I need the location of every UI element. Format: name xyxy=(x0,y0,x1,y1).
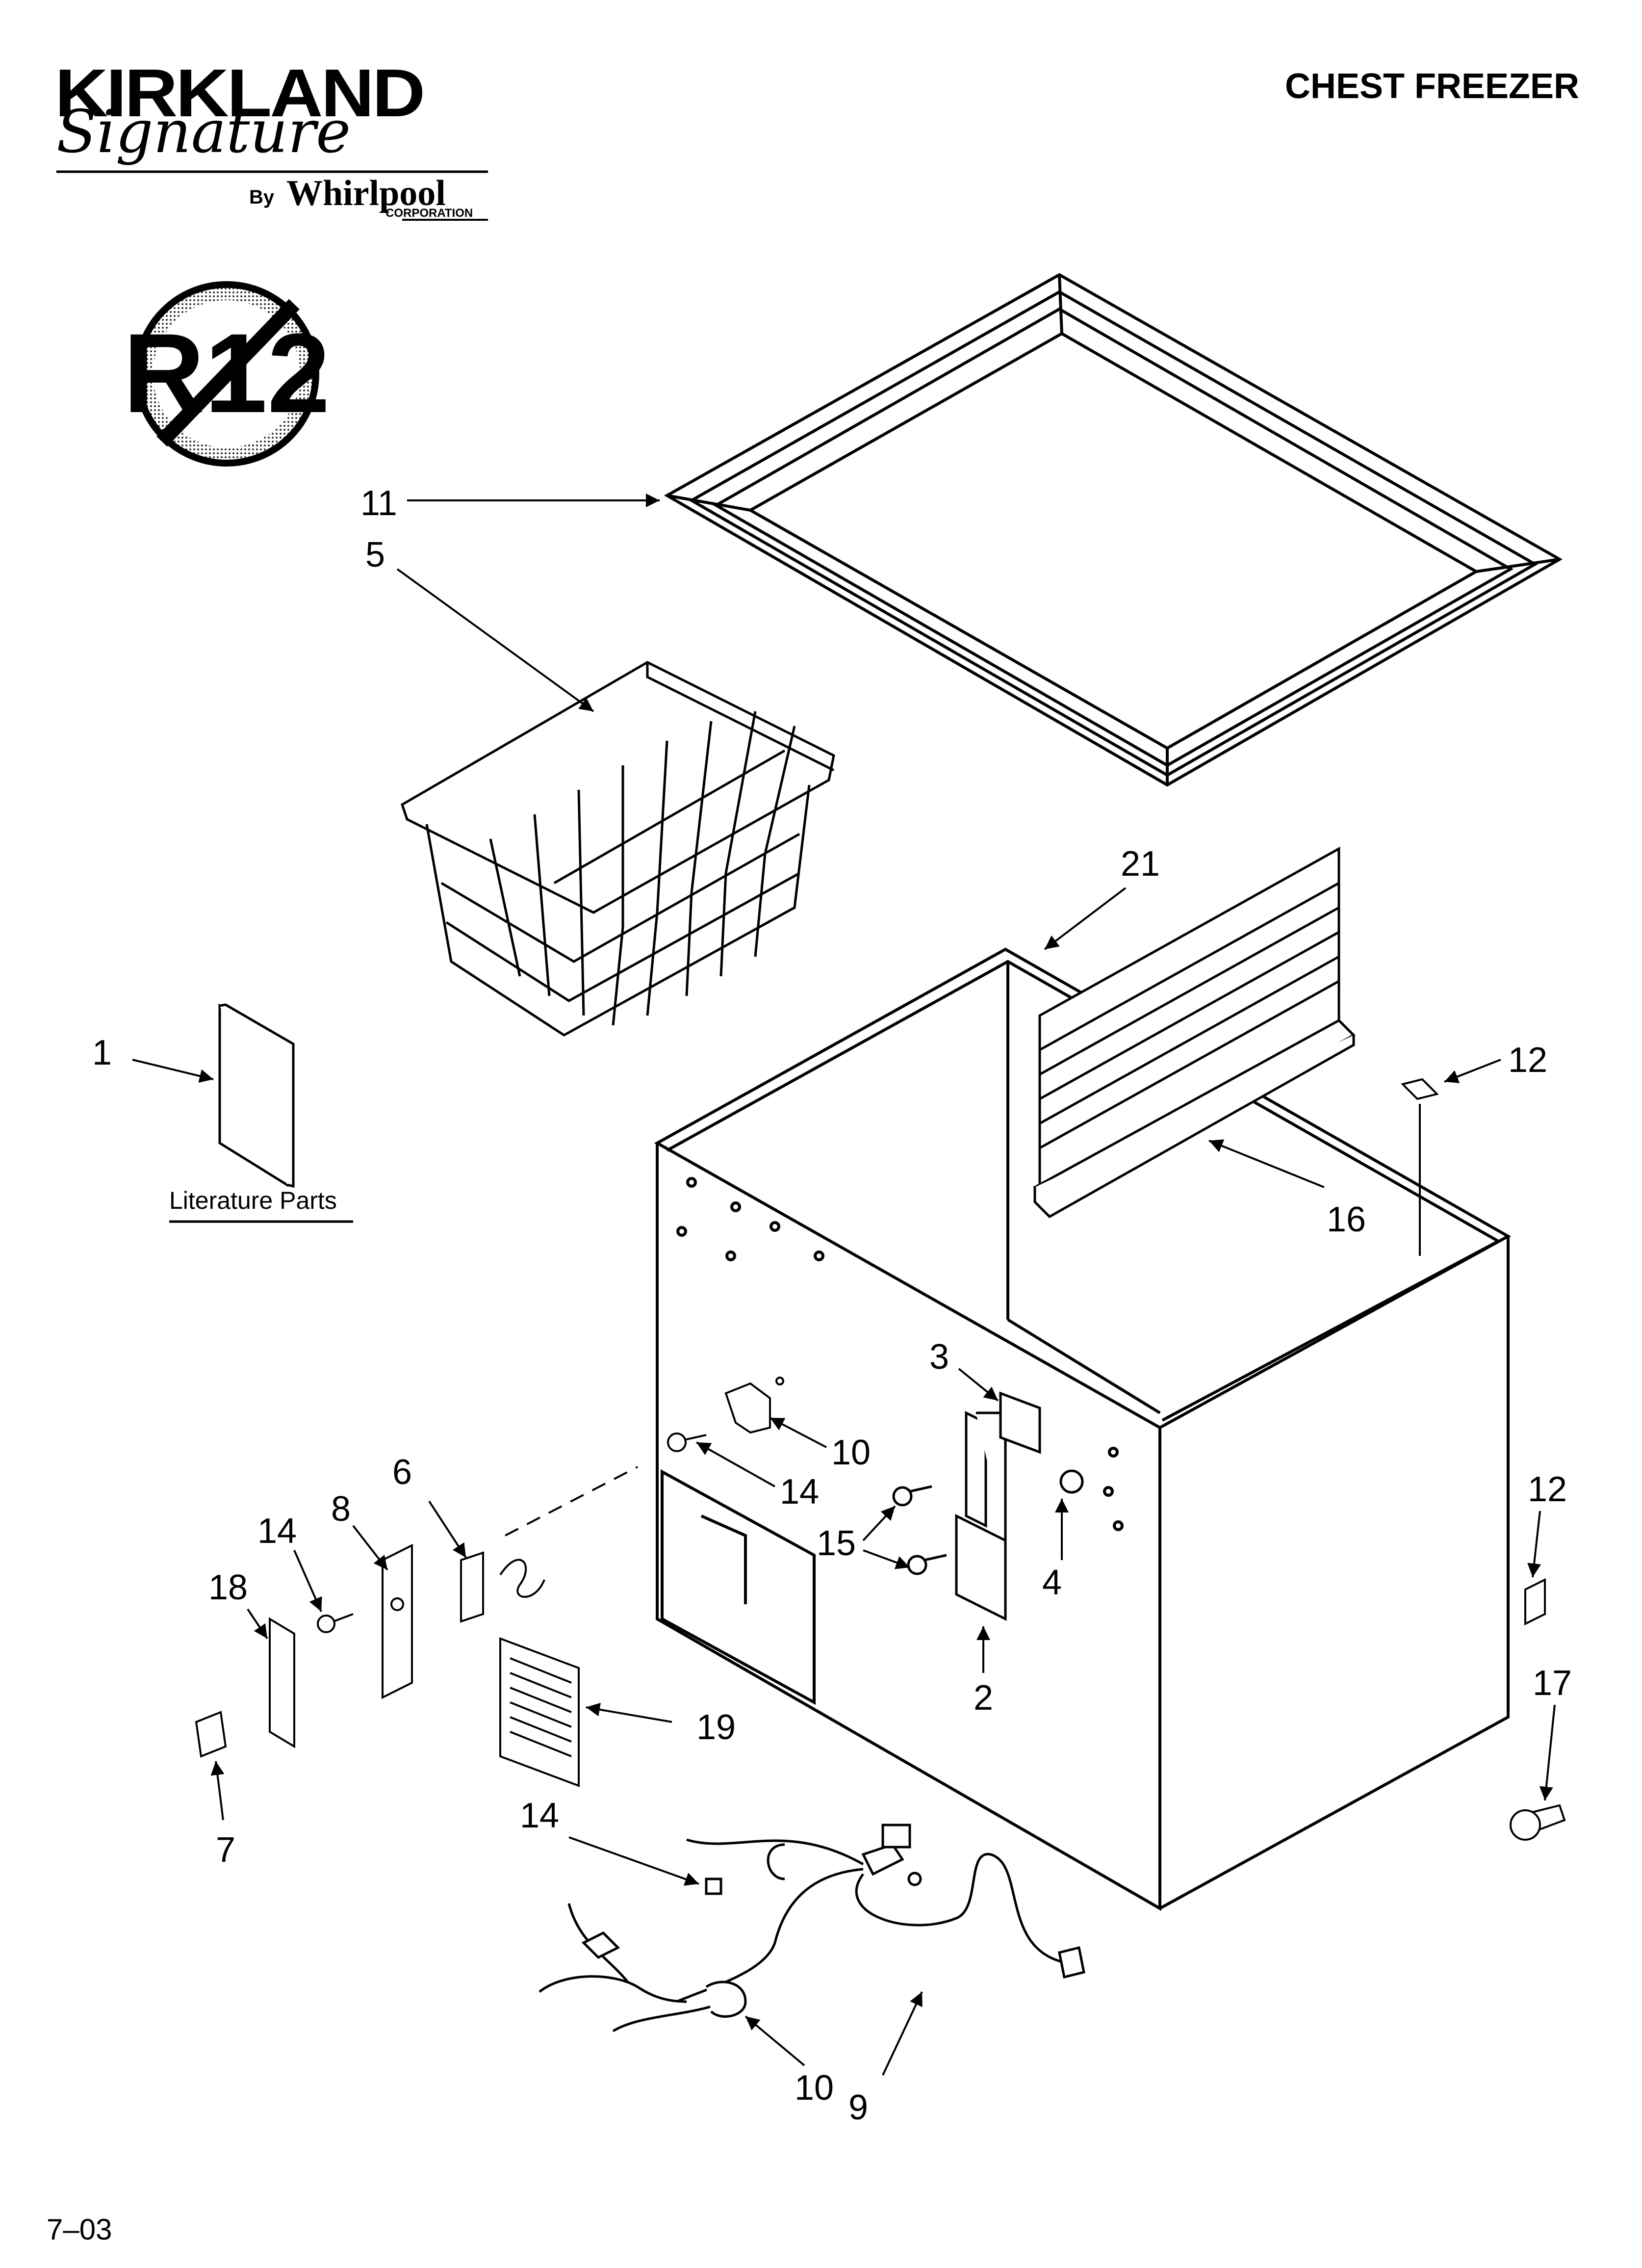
callout-21: 21 xyxy=(1121,844,1160,884)
leader-16 xyxy=(1209,1139,1324,1187)
control-assembly xyxy=(196,1467,638,1756)
callout-5: 5 xyxy=(365,535,385,574)
callout-leaders xyxy=(132,494,1555,2075)
leader-10-bottom xyxy=(745,2016,804,2065)
leader-15a xyxy=(863,1506,895,1540)
leader-8 xyxy=(353,1526,387,1570)
callout-6: 6 xyxy=(392,1453,412,1492)
callout-8: 8 xyxy=(331,1489,351,1529)
leader-7 xyxy=(210,1761,225,1820)
callout-10-top: 10 xyxy=(831,1433,871,1472)
brand-maker-sub-label: CORPORATION xyxy=(385,207,473,220)
leader-6 xyxy=(429,1501,466,1558)
divider-panel xyxy=(1035,849,1354,1217)
leader-14-bottom xyxy=(569,1837,699,1886)
leader-5 xyxy=(397,569,593,711)
leader-12-top xyxy=(1444,1060,1501,1083)
callout-14-top: 14 xyxy=(780,1472,820,1512)
page-title: CHEST FREEZER xyxy=(1285,67,1580,106)
footer-date-code: 7–03 xyxy=(47,2213,112,2246)
clamp-10-top xyxy=(668,1378,783,1451)
callout-11: 11 xyxy=(360,484,397,523)
small-label-12-side xyxy=(1525,1580,1545,1624)
callout-10-bottom: 10 xyxy=(795,2068,834,2108)
literature-booklet xyxy=(169,1005,353,1222)
leader-15b xyxy=(863,1550,910,1569)
hinge-assembly xyxy=(894,1393,1082,1619)
callout-1: 1 xyxy=(92,1033,112,1072)
no-r12-badge-icon: R12 xyxy=(123,285,330,463)
wiring-harness xyxy=(539,1825,1084,2031)
callout-17: 17 xyxy=(1533,1664,1572,1703)
leader-17 xyxy=(1539,1705,1555,1800)
callout-14-left: 14 xyxy=(257,1512,297,1551)
callout-12-top: 12 xyxy=(1508,1041,1548,1080)
callout-7: 7 xyxy=(216,1830,236,1870)
callout-4: 4 xyxy=(1042,1563,1062,1602)
leader-18 xyxy=(248,1609,267,1639)
literature-parts-label: Literature Parts xyxy=(169,1187,337,1214)
callout-2: 2 xyxy=(974,1678,994,1718)
grille xyxy=(500,1639,579,1786)
leader-21 xyxy=(1045,888,1126,949)
leader-3 xyxy=(959,1369,998,1401)
brand-by-label: By xyxy=(249,186,275,208)
leader-19 xyxy=(586,1702,672,1722)
callout-19: 19 xyxy=(696,1708,736,1747)
leader-10-top xyxy=(770,1418,826,1447)
brand-logo-signature: Signature xyxy=(56,98,351,166)
lid-frame xyxy=(667,275,1560,785)
wire-basket xyxy=(402,662,834,1035)
callout-3: 3 xyxy=(929,1337,949,1377)
brand-maker-label: Whirlpool xyxy=(286,173,446,213)
leader-14-top xyxy=(696,1442,775,1486)
callout-18: 18 xyxy=(208,1568,248,1607)
callout-15: 15 xyxy=(817,1524,856,1563)
callout-9: 9 xyxy=(848,2088,869,2127)
leader-1 xyxy=(132,1060,213,1083)
small-label-12-top xyxy=(1403,1079,1437,1256)
leader-14-left xyxy=(294,1550,321,1612)
callout-12-side: 12 xyxy=(1528,1470,1567,1509)
drain-plug xyxy=(1511,1805,1565,1840)
callout-14-bottom: 14 xyxy=(520,1796,560,1835)
leader-12-side xyxy=(1527,1511,1541,1577)
leader-9 xyxy=(883,1992,922,2075)
brand-logo-kirkland: KIRKLAND xyxy=(55,54,425,131)
callout-16: 16 xyxy=(1327,1200,1366,1239)
